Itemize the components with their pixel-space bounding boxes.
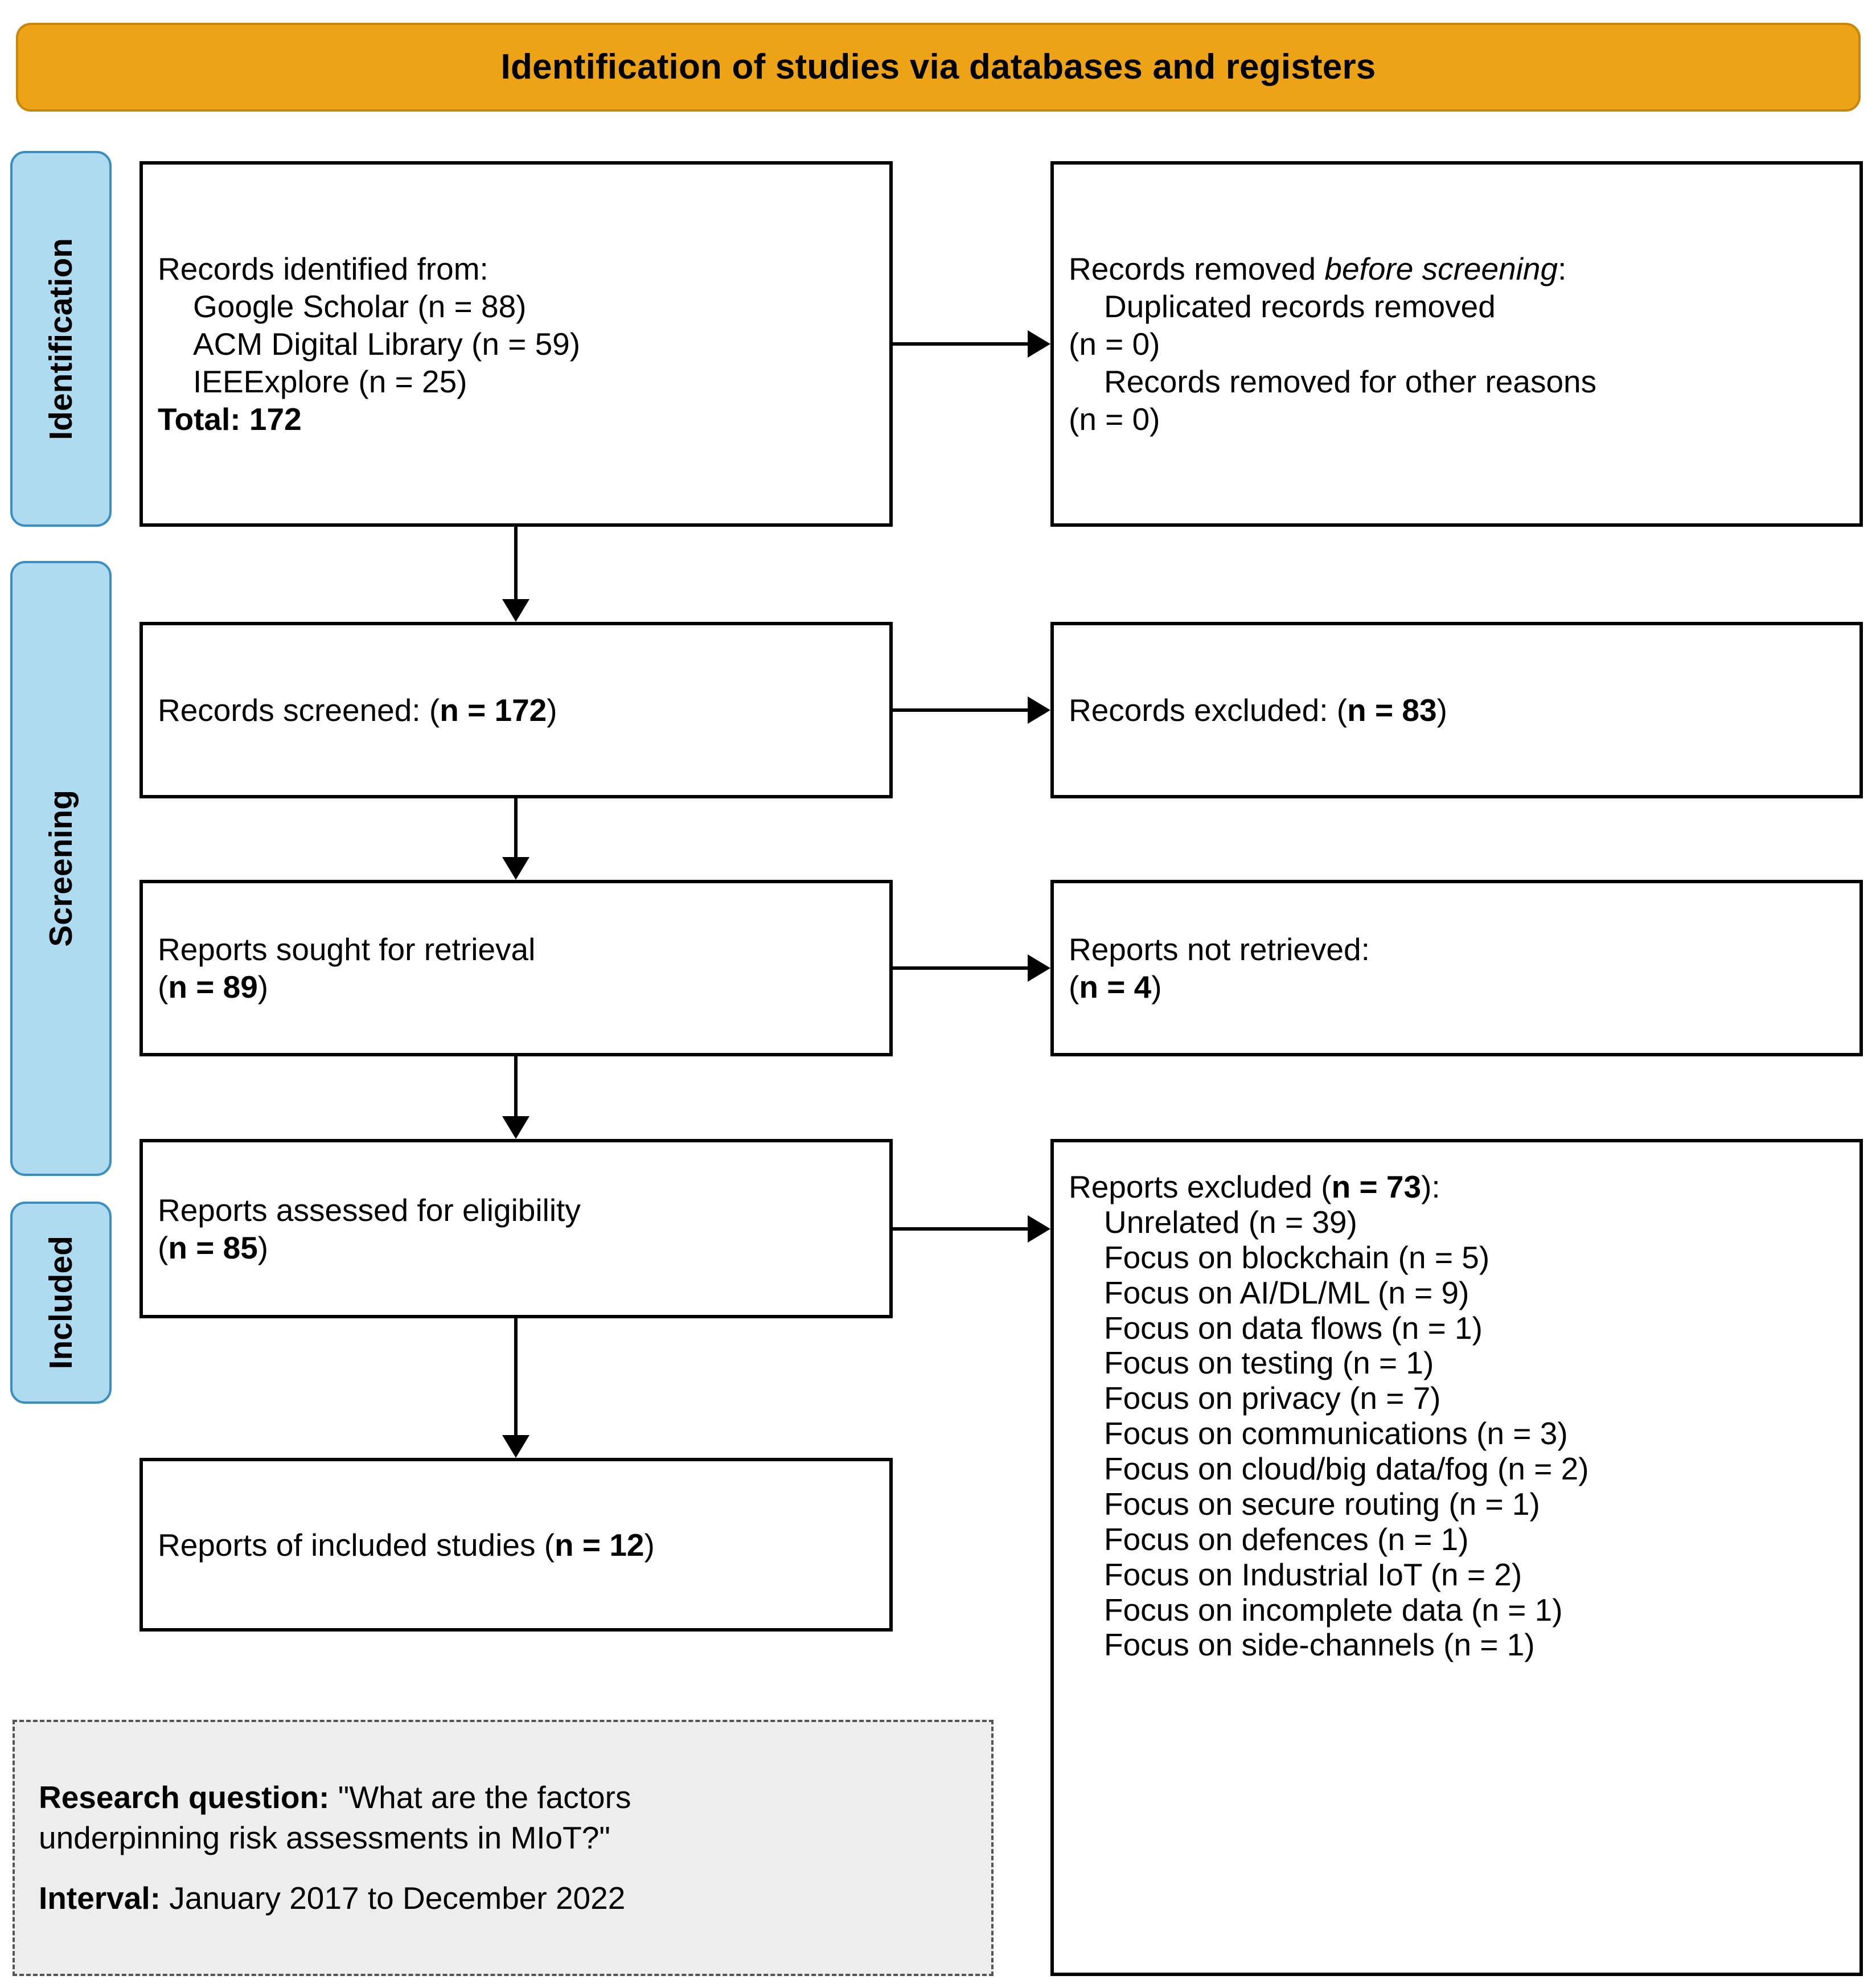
records-excluded-prefix: Records excluded: ( xyxy=(1069,692,1348,728)
connector-assessed-to-reports-excluded xyxy=(893,1227,1028,1231)
box-reports-of-included-studies: Reports of included studies (n = 12) xyxy=(139,1458,893,1632)
research-question-text-part-1: "What are the factors xyxy=(329,1779,631,1815)
research-panel-spacer xyxy=(39,1859,967,1878)
included-studies-suffix: ) xyxy=(644,1527,655,1563)
interval-label: Interval: xyxy=(39,1880,161,1916)
records-removed-heading-prefix: Records removed xyxy=(1069,251,1325,286)
exclusion-reason-item: Focus on blockchain (n = 5) xyxy=(1104,1239,1490,1275)
arrow-screened-to-sought xyxy=(502,857,529,880)
exclusion-reason-item: Focus on incomplete data (n = 1) xyxy=(1104,1592,1563,1628)
reports-assessed-count-prefix: ( xyxy=(158,1229,169,1265)
stage-tab-included-label: Included xyxy=(42,1236,79,1370)
arrow-identified-to-screened xyxy=(502,599,529,622)
records-excluded-suffix: ) xyxy=(1436,692,1447,728)
interval-value: January 2017 to December 2022 xyxy=(160,1880,626,1916)
included-studies-text: Reports of included studies (n = 12) xyxy=(158,1526,875,1564)
research-question-line-2: underpinning risk assessments in MIoT?" xyxy=(39,1820,610,1856)
box-records-identified: Records identified from: Google Scholar … xyxy=(139,161,893,527)
arrow-assessed-to-included xyxy=(502,1435,529,1458)
exclusion-reason-item: Focus on defences (n = 1) xyxy=(1104,1521,1469,1557)
source-ieeexplore: IEEExplore (n = 25) xyxy=(193,364,467,399)
banner-title: Identification of studies via databases … xyxy=(500,47,1376,87)
reports-not-retrieved-count: n = 4 xyxy=(1079,969,1152,1005)
arrow-identified-to-removed xyxy=(1028,330,1050,358)
records-identified-heading: Records identified from: xyxy=(158,251,489,286)
exclusion-reason-item: Focus on AI/DL/ML (n = 9) xyxy=(1104,1274,1469,1310)
connector-sought-to-assessed xyxy=(514,1056,518,1116)
box-records-removed-before-screening: Records removed before screening: Duplic… xyxy=(1050,161,1863,527)
exclusion-reason-item: Unrelated (n = 39) xyxy=(1104,1204,1357,1240)
reports-sought-count-suffix: ) xyxy=(257,969,269,1005)
included-studies-count: n = 12 xyxy=(555,1527,645,1563)
reports-sought-label: Reports sought for retrieval xyxy=(158,932,536,967)
connector-screened-to-excluded xyxy=(893,708,1028,712)
exclusion-reason-item: Focus on secure routing (n = 1) xyxy=(1104,1486,1540,1522)
arrow-screened-to-excluded xyxy=(1028,696,1050,724)
box-records-excluded: Records excluded: (n = 83) xyxy=(1050,622,1863,798)
records-screened-prefix: Records screened: ( xyxy=(158,692,440,728)
box-reports-sought-for-retrieval: Reports sought for retrieval (n = 89) xyxy=(139,880,893,1056)
stage-tab-identification: Identification xyxy=(10,151,112,527)
records-identified-total: Total: 172 xyxy=(158,401,302,437)
arrow-assessed-to-reports-excluded xyxy=(1028,1215,1050,1243)
reports-not-retrieved-count-line: (n = 4) xyxy=(1069,968,1845,1006)
source-google-scholar: Google Scholar (n = 88) xyxy=(193,289,527,324)
records-screened-count: n = 172 xyxy=(440,692,547,728)
reports-assessed-count: n = 85 xyxy=(168,1229,258,1265)
records-removed-heading: Records removed before screening: xyxy=(1069,250,1845,288)
reports-sought-count-line: (n = 89) xyxy=(158,968,875,1006)
reports-sought-count: n = 89 xyxy=(168,969,258,1005)
stage-tab-identification-label: Identification xyxy=(42,237,79,440)
records-excluded-count: n = 83 xyxy=(1347,692,1437,728)
reports-excluded-heading-suffix: ): xyxy=(1421,1169,1440,1204)
exclusion-reason-item: Focus on Industrial IoT (n = 2) xyxy=(1104,1556,1522,1592)
box-reports-assessed-for-eligibility: Reports assessed for eligibility (n = 85… xyxy=(139,1139,893,1318)
connector-screened-to-sought xyxy=(514,798,518,857)
research-question-panel: Research question: "What are the factors… xyxy=(13,1720,994,1976)
research-question-label: Research question: xyxy=(39,1779,330,1815)
records-screened-text: Records screened: (n = 172) xyxy=(158,691,875,729)
reports-not-retrieved-count-prefix: ( xyxy=(1069,969,1079,1005)
other-reasons-removed-count: (n = 0) xyxy=(1069,401,1160,437)
exclusion-reason-item: Focus on cloud/big data/fog (n = 2) xyxy=(1104,1451,1589,1486)
reports-excluded-heading: Reports excluded (n = 73): xyxy=(1069,1169,1845,1205)
diagram-banner: Identification of studies via databases … xyxy=(16,23,1861,112)
reports-excluded-heading-prefix: Reports excluded ( xyxy=(1069,1169,1332,1204)
exclusion-reason-item: Focus on side-channels (n = 1) xyxy=(1104,1627,1535,1663)
reports-assessed-count-line: (n = 85) xyxy=(158,1229,875,1266)
connector-identified-to-screened xyxy=(514,527,518,599)
connector-identified-to-removed xyxy=(893,342,1028,346)
records-removed-heading-suffix: : xyxy=(1558,251,1567,286)
duplicated-records-removed-count: (n = 0) xyxy=(1069,326,1160,362)
exclusion-reason-item: Focus on testing (n = 1) xyxy=(1104,1345,1434,1381)
stage-tab-screening-label: Screening xyxy=(42,790,79,947)
reports-not-retrieved-label: Reports not retrieved: xyxy=(1069,932,1370,967)
records-excluded-text: Records excluded: (n = 83) xyxy=(1069,691,1845,729)
exclusion-reason-item: Focus on privacy (n = 7) xyxy=(1104,1380,1441,1416)
included-studies-prefix: Reports of included studies ( xyxy=(158,1527,555,1563)
connector-sought-to-not-retrieved xyxy=(893,966,1028,970)
connector-assessed-to-included xyxy=(514,1318,518,1435)
reports-assessed-label: Reports assessed for eligibility xyxy=(158,1192,581,1228)
box-records-screened: Records screened: (n = 172) xyxy=(139,622,893,798)
box-reports-not-retrieved: Reports not retrieved: (n = 4) xyxy=(1050,880,1863,1056)
exclusion-reason-item: Focus on data flows (n = 1) xyxy=(1104,1310,1483,1346)
reports-not-retrieved-count-suffix: ) xyxy=(1151,969,1162,1005)
records-removed-heading-emphasis: before screening xyxy=(1324,251,1558,286)
stage-tab-included: Included xyxy=(10,1202,112,1404)
arrow-sought-to-assessed xyxy=(502,1116,529,1139)
reports-sought-count-prefix: ( xyxy=(158,969,169,1005)
exclusion-reason-item: Focus on communications (n = 3) xyxy=(1104,1416,1568,1452)
records-screened-suffix: ) xyxy=(547,692,557,728)
stage-tab-screening: Screening xyxy=(10,561,112,1176)
research-question-line-1: Research question: "What are the factors xyxy=(39,1777,967,1818)
source-acm-digital-library: ACM Digital Library (n = 59) xyxy=(193,326,581,362)
reports-excluded-count: n = 73 xyxy=(1331,1169,1422,1204)
interval-line: Interval: January 2017 to December 2022 xyxy=(39,1878,967,1919)
other-reasons-removed-label: Records removed for other reasons xyxy=(1104,364,1597,399)
arrow-sought-to-not-retrieved xyxy=(1028,954,1050,982)
duplicated-records-removed-label: Duplicated records removed xyxy=(1104,289,1496,324)
box-reports-excluded: Reports excluded (n = 73): Unrelated (n … xyxy=(1050,1139,1863,1976)
reports-assessed-count-suffix: ) xyxy=(257,1229,269,1265)
